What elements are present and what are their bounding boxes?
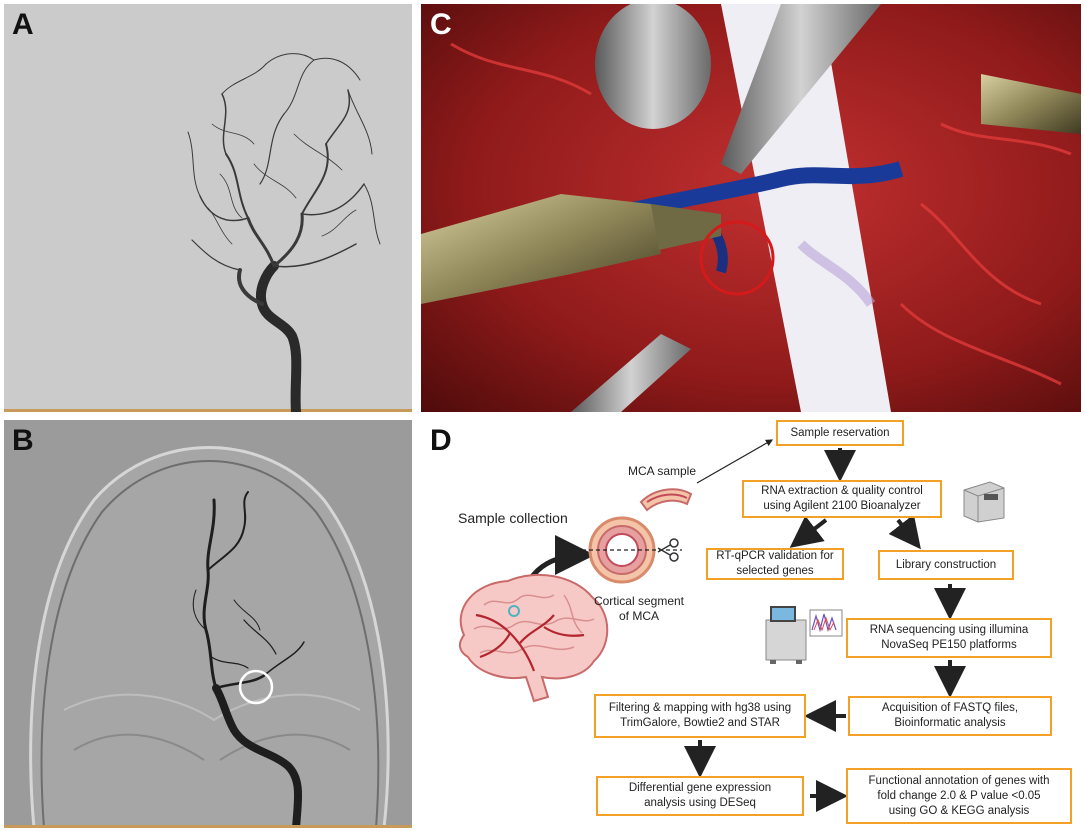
panel-a-angiogram-lateral <box>4 4 412 412</box>
rna-extraction-line-1: RNA extraction & quality control <box>761 485 923 497</box>
rt-qpcr-box: RT-qPCR validation for selected genes <box>706 548 844 580</box>
rna-extraction-box: RNA extraction & quality control using A… <box>742 480 942 518</box>
sample-reservation-box: Sample reservation <box>776 420 904 446</box>
rt-qpcr-line-2: selected genes <box>736 565 814 577</box>
aneurysm-red-circle <box>699 220 775 296</box>
differential-line-1: Differential gene expression <box>628 782 772 794</box>
aneurysm-marker-circle <box>238 669 274 705</box>
rt-qpcr-line-1: RT-qPCR validation for <box>716 550 834 562</box>
panel-label-c: C <box>430 8 452 41</box>
differential-expression-box: Differential gene expression analysis us… <box>596 776 804 816</box>
mca-cross-section-illustration <box>582 516 682 584</box>
panel-b-angiogram-frontal <box>4 420 412 828</box>
cortical-segment-line-1: Cortical segment <box>593 594 685 608</box>
rna-sequencing-line-2: NovaSeq PE150 platforms <box>881 639 1017 651</box>
filtering-line-1: Filtering & mapping with hg38 using <box>608 702 792 714</box>
sample-reservation-text: Sample reservation <box>790 426 890 439</box>
library-construction-box: Library construction <box>878 550 1014 580</box>
arrow-extraction-rtqpcr <box>789 515 828 548</box>
functional-annotation-box: Functional annotation of genes with fold… <box>846 768 1072 824</box>
acquisition-box: Acquisition of FASTQ files, Bioinformati… <box>848 696 1052 736</box>
brain-illustration <box>458 574 609 703</box>
sample-collection-label: Sample collection <box>458 510 568 526</box>
panel-label-b: B <box>12 424 34 457</box>
functional-line-1: Functional annotation of genes with <box>868 774 1050 787</box>
mca-sample-slice-illustration <box>639 488 693 512</box>
rna-sequencing-line-1: RNA sequencing using illumina <box>869 624 1029 636</box>
surgical-field-image <box>421 4 1081 412</box>
sequencer-instrument-icon <box>765 606 843 664</box>
angiogram-frontal-image <box>4 420 412 828</box>
panel-label-d: D <box>430 424 452 457</box>
panel-c-surgical-photo <box>421 4 1081 412</box>
filtering-mapping-box: Filtering & mapping with hg38 using Trim… <box>594 694 806 738</box>
rna-sequencing-box: RNA sequencing using illumina NovaSeq PE… <box>846 618 1052 658</box>
arrow-extraction-library <box>888 514 921 550</box>
panel-label-a: A <box>12 8 34 41</box>
cortical-segment-line-2: of MCA <box>618 609 659 623</box>
acquisition-line-1: Acquisition of FASTQ files, <box>881 702 1019 714</box>
acquisition-line-2: Bioinformatic analysis <box>894 717 1006 729</box>
mca-sample-label: MCA sample <box>628 464 697 478</box>
rna-extraction-line-2: using Agilent 2100 Bioanalyzer <box>763 500 921 512</box>
functional-line-3: using GO & KEGG analysis <box>888 804 1030 817</box>
scissors-icon <box>657 538 679 562</box>
bioanalyzer-instrument-icon <box>963 481 1005 523</box>
angiogram-lateral-image <box>4 4 412 412</box>
differential-line-2: analysis using DESeq <box>644 797 756 809</box>
arrow-to-reservation <box>696 439 774 484</box>
cortical-segment-label: Cortical segment of MCA <box>583 594 695 624</box>
library-construction-text: Library construction <box>895 558 997 571</box>
filtering-line-2: TrimGalore, Bowtie2 and STAR <box>620 717 780 729</box>
functional-line-2: fold change 2.0 & P value <0.05 <box>877 789 1041 802</box>
